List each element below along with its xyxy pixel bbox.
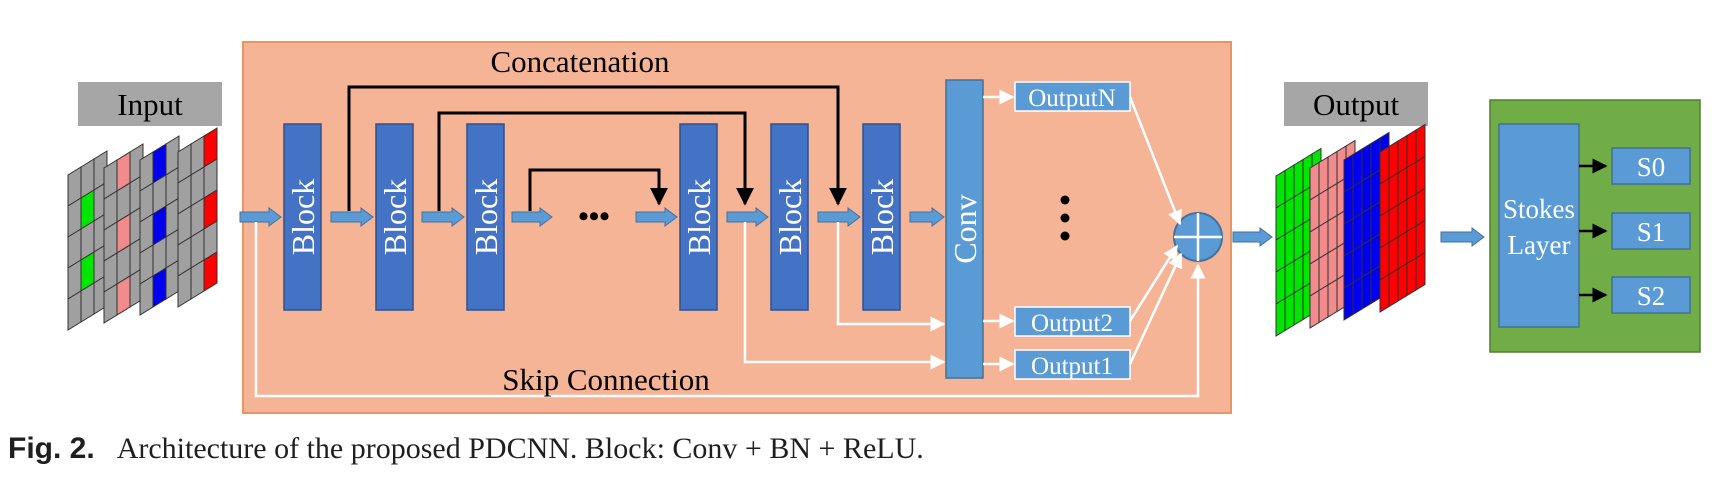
input-label-box xyxy=(78,82,222,126)
stokes-s0-label: S0 xyxy=(1637,152,1666,182)
stokes-label-line2: Layer xyxy=(1508,230,1571,260)
outputs-vertical-dots xyxy=(1060,195,1070,241)
caption-text: Architecture of the proposed PDCNN. Bloc… xyxy=(116,432,924,465)
input-channel-3 xyxy=(139,135,180,316)
output-image-stack xyxy=(1275,123,1426,337)
arrow-input-to-block1 xyxy=(239,207,282,227)
output-channel-4 xyxy=(1379,123,1426,313)
conv-layer: Conv xyxy=(945,79,984,379)
sum-icon xyxy=(1173,212,1223,262)
arrow-block1-to-block2 xyxy=(330,207,374,227)
white-connections xyxy=(254,89,1206,398)
input-channel-2 xyxy=(103,143,144,324)
caption-label: Fig. 2. xyxy=(8,432,95,465)
block-label: Block xyxy=(285,179,321,255)
block-label: Block xyxy=(377,179,413,255)
stokes-layer-box xyxy=(1498,123,1580,328)
stokes-output-s0: S0 xyxy=(1611,147,1691,185)
block-5: Block xyxy=(770,123,809,311)
block-label: Block xyxy=(864,179,900,255)
arrow-block5-to-block6 xyxy=(817,207,861,227)
output-channel-3 xyxy=(1343,131,1390,321)
input-label: Input xyxy=(117,87,183,122)
arrow-block4-to-block5 xyxy=(726,207,769,227)
block-1: Block xyxy=(283,123,322,311)
stokes-output-s1: S1 xyxy=(1611,212,1691,250)
stokes-s2-label: S2 xyxy=(1637,281,1666,311)
block-6: Block xyxy=(862,123,901,311)
stokes-s1-label: S1 xyxy=(1637,217,1666,247)
block-label: Block xyxy=(468,179,504,255)
output-n-box: OutputN xyxy=(1014,81,1131,112)
output-1-box: Output1 xyxy=(1014,349,1131,380)
arrow-block2-to-block3 xyxy=(421,207,465,227)
output-2-label: Output2 xyxy=(1031,310,1113,337)
arrow-ellipsis-to-block4 xyxy=(635,207,678,227)
block-label: Block xyxy=(681,179,717,255)
flow-arrows xyxy=(239,207,1485,247)
concatenation-connections xyxy=(347,85,847,211)
stokes-output-arrows xyxy=(1579,158,1608,303)
output-n-label: OutputN xyxy=(1028,85,1116,112)
input-image-stack xyxy=(67,127,218,331)
arrow-block3-to-ellipsis xyxy=(511,207,553,227)
stokes-label-line1: Stokes xyxy=(1503,194,1575,224)
block-2: Block xyxy=(375,123,414,311)
blocks-ellipsis: ••• xyxy=(578,200,610,233)
arrow-block6-to-conv xyxy=(909,207,945,227)
input-channel-1 xyxy=(67,150,108,331)
output-1-label: Output1 xyxy=(1031,353,1113,380)
output-2-box: Output2 xyxy=(1014,306,1131,337)
block-3: Block xyxy=(466,123,505,311)
concatenation-label: Concatenation xyxy=(490,44,670,79)
skip-connection-label: Skip Connection xyxy=(502,362,710,397)
pdcnn-architecture-diagram: Input Output Concatenation Block Block B… xyxy=(67,41,1701,414)
block-4: Block xyxy=(679,123,718,311)
input-channel-4 xyxy=(177,127,218,308)
arrow-sum-to-output xyxy=(1232,227,1273,247)
arrow-output-to-stokes xyxy=(1440,227,1485,247)
conv-label: Conv xyxy=(947,194,983,263)
figure-caption: Fig. 2. Architecture of the proposed PDCN… xyxy=(8,432,924,472)
stokes-output-s2: S2 xyxy=(1611,276,1691,314)
output-label: Output xyxy=(1313,87,1400,122)
block-label: Block xyxy=(772,179,808,255)
output-label-box xyxy=(1284,82,1428,126)
